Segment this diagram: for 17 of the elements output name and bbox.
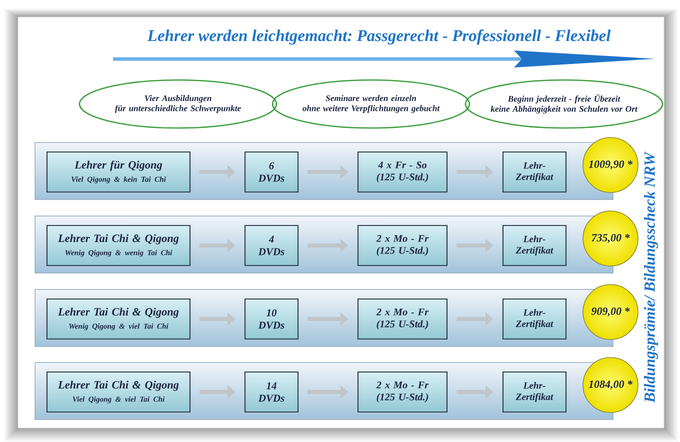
- seminar-box: 4 x Fr - So (125 U-Std.): [357, 151, 448, 193]
- title: Lehrer werden leichtgemacht: Passgerecht - Professionell - Flexibel: [147, 29, 611, 45]
- seminar-box: 2 x Mo - Fr (125 U-Std.): [357, 371, 448, 413]
- certificate-box: Lehr- Zertifikat: [502, 224, 567, 266]
- info-oval: Beginn jederzeit - freie Übezeit keine Abhängigkeit von Schulen vor Ort: [464, 79, 664, 129]
- seminar-box: 2 x Mo - Fr (125 U-Std.): [357, 224, 448, 266]
- info-oval: Vier Ausbildungen für unterschiedliche Schwerpunkte: [78, 79, 278, 129]
- vertical-label: Bildungsprämie/ Bildungsscheck NRW: [644, 151, 658, 403]
- dvd-box: 6 DVDs: [244, 151, 299, 193]
- dvd-box: 4 DVDs: [244, 224, 299, 266]
- certificate-box: Lehr- Zertifikat: [502, 151, 567, 193]
- seminar-box: 2 x Mo - Fr (125 U-Std.): [357, 298, 448, 340]
- dvd-box: 10 DVDs: [244, 298, 299, 340]
- certificate-box: Lehr- Zertifikat: [502, 371, 567, 413]
- dvd-box: 14 DVDs: [244, 371, 299, 413]
- certificate-box: Lehr- Zertifikat: [502, 298, 567, 340]
- info-oval: Seminare werden einzeln ohne weitere Verpflichtungen gebucht: [272, 79, 470, 129]
